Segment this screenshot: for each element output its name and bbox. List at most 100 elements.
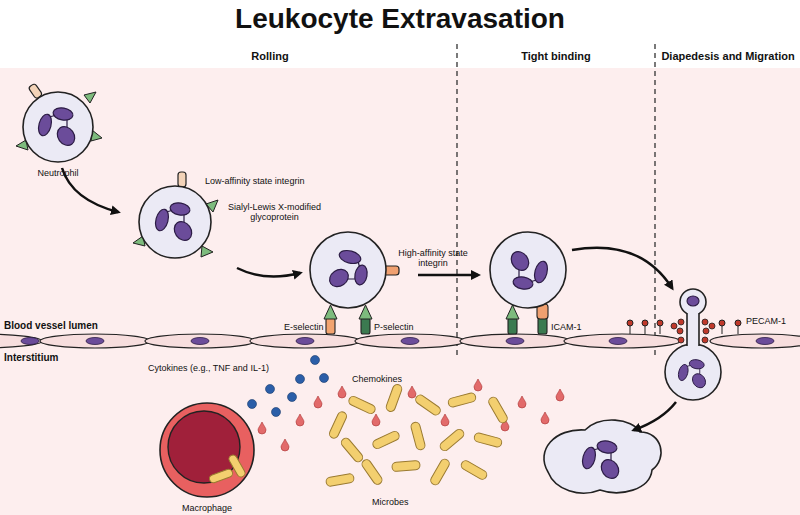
part-label: ICAM-1 [551, 322, 582, 332]
pecam-head [702, 319, 708, 325]
endothelial-cell [355, 334, 465, 348]
nucleus-lobe [687, 296, 699, 306]
endothelial-cell [145, 334, 255, 348]
multilobed-nucleus [677, 359, 708, 391]
pecam-head [735, 320, 741, 326]
cytokine-dot [288, 393, 297, 402]
macrophage-body [160, 403, 254, 497]
tissue-background [0, 68, 800, 515]
cytokine-dot [311, 356, 320, 365]
macrophage-cell: Macrophage [159, 402, 255, 498]
neutrophil-cell: Neutrophil [22, 91, 94, 163]
diagram-title: Leukocyte Extravasation [0, 3, 800, 35]
phase-divider [456, 44, 457, 356]
chemokine-drop [518, 396, 526, 408]
multilobed-nucleus [153, 201, 195, 243]
chemokine-drop [296, 414, 304, 426]
endothelial-cell [0, 334, 42, 348]
endothelial-nucleus [191, 338, 209, 345]
multilobed-nucleus [326, 248, 368, 290]
microbe [328, 410, 348, 439]
pecam-head [627, 320, 633, 326]
chemokine-drop [281, 439, 289, 451]
cell-neck [687, 310, 699, 348]
progress-arrow [572, 248, 672, 288]
part-label: Chemokines [352, 374, 402, 384]
multilobed-nucleus [508, 248, 550, 290]
icam-1-molecule [538, 318, 547, 334]
part-label: Cytokines (e.g., TNF and IL-1) [148, 363, 269, 373]
pecam-head [642, 320, 648, 326]
microbe [392, 460, 421, 471]
cytokine-dot [248, 400, 257, 409]
endothelial-cell [564, 334, 680, 348]
part-label: Low-affinity state integrin [205, 176, 304, 186]
multilobed-nucleus [580, 439, 622, 481]
cell-neck-outline [687, 313, 699, 346]
part-label: P-selectin [374, 322, 414, 332]
microbe [473, 432, 502, 448]
cell-label: Macrophage [182, 503, 232, 513]
endothelial-nucleus [86, 338, 104, 345]
pecam-head [657, 320, 663, 326]
pecam-head [702, 337, 708, 343]
microbe [460, 459, 489, 481]
chemokine-drop [541, 412, 549, 424]
pecam-head [719, 320, 725, 326]
macrophage-shape [159, 402, 255, 498]
endothelial-nucleus [756, 338, 774, 345]
endothelial-cell [40, 334, 150, 348]
microbe [429, 458, 451, 487]
phase-divider [654, 44, 655, 356]
endothelial-nucleus [609, 338, 627, 345]
pecam-binding [671, 319, 715, 343]
microbe [487, 396, 509, 425]
microbe [360, 458, 383, 486]
chemokine-drop [408, 386, 416, 398]
phase-heading: Diapedesis and Migration [650, 50, 800, 63]
glycoprotein [84, 92, 96, 103]
chemokine-drop [372, 414, 380, 426]
endothelial-cell [460, 334, 570, 348]
cytokine-dot [266, 385, 275, 394]
part-label: PECAM-1 [746, 316, 786, 326]
cytokine-dot [320, 374, 329, 383]
pecam-head [677, 328, 683, 334]
cytokine-dot [272, 408, 281, 417]
microbes [325, 383, 508, 487]
chemokines [258, 379, 564, 451]
engulfed-microbe [228, 454, 247, 479]
microbe [438, 428, 465, 453]
endothelial-cell [250, 334, 360, 348]
neutrophil-cell [139, 186, 211, 258]
microbe [347, 395, 376, 415]
microbe [385, 383, 403, 412]
microbe [414, 393, 442, 416]
glycoprotein [201, 246, 213, 257]
neutrophil-cell [490, 232, 566, 308]
part-label: Sialyl-Lewis X-modified glycoprotein [212, 202, 337, 223]
chemokine-drop [474, 379, 482, 391]
cell-label: Neutrophil [37, 168, 78, 178]
neutrophil-cell [310, 232, 386, 308]
phase-heading: Rolling [220, 50, 320, 63]
chemokine-drop [314, 396, 322, 408]
progress-arrow [237, 268, 300, 277]
chemokine-drop [338, 386, 346, 398]
migrated-neutrophil [544, 420, 661, 493]
neutrophil-body [23, 92, 93, 162]
pecam-head [678, 337, 684, 343]
microbe [371, 430, 400, 450]
p-selectin [361, 318, 370, 334]
progress-arrow [634, 402, 676, 430]
microbe [447, 392, 476, 408]
neutrophil-shape [22, 91, 94, 163]
multilobed-nucleus [36, 106, 78, 148]
endothelium [0, 334, 800, 348]
endothelial-nucleus [296, 338, 314, 345]
pecam-head [678, 319, 684, 325]
endothelial-nucleus [401, 338, 419, 345]
phase-heading: Tight binding [506, 50, 606, 63]
progress-arrow [418, 274, 478, 277]
